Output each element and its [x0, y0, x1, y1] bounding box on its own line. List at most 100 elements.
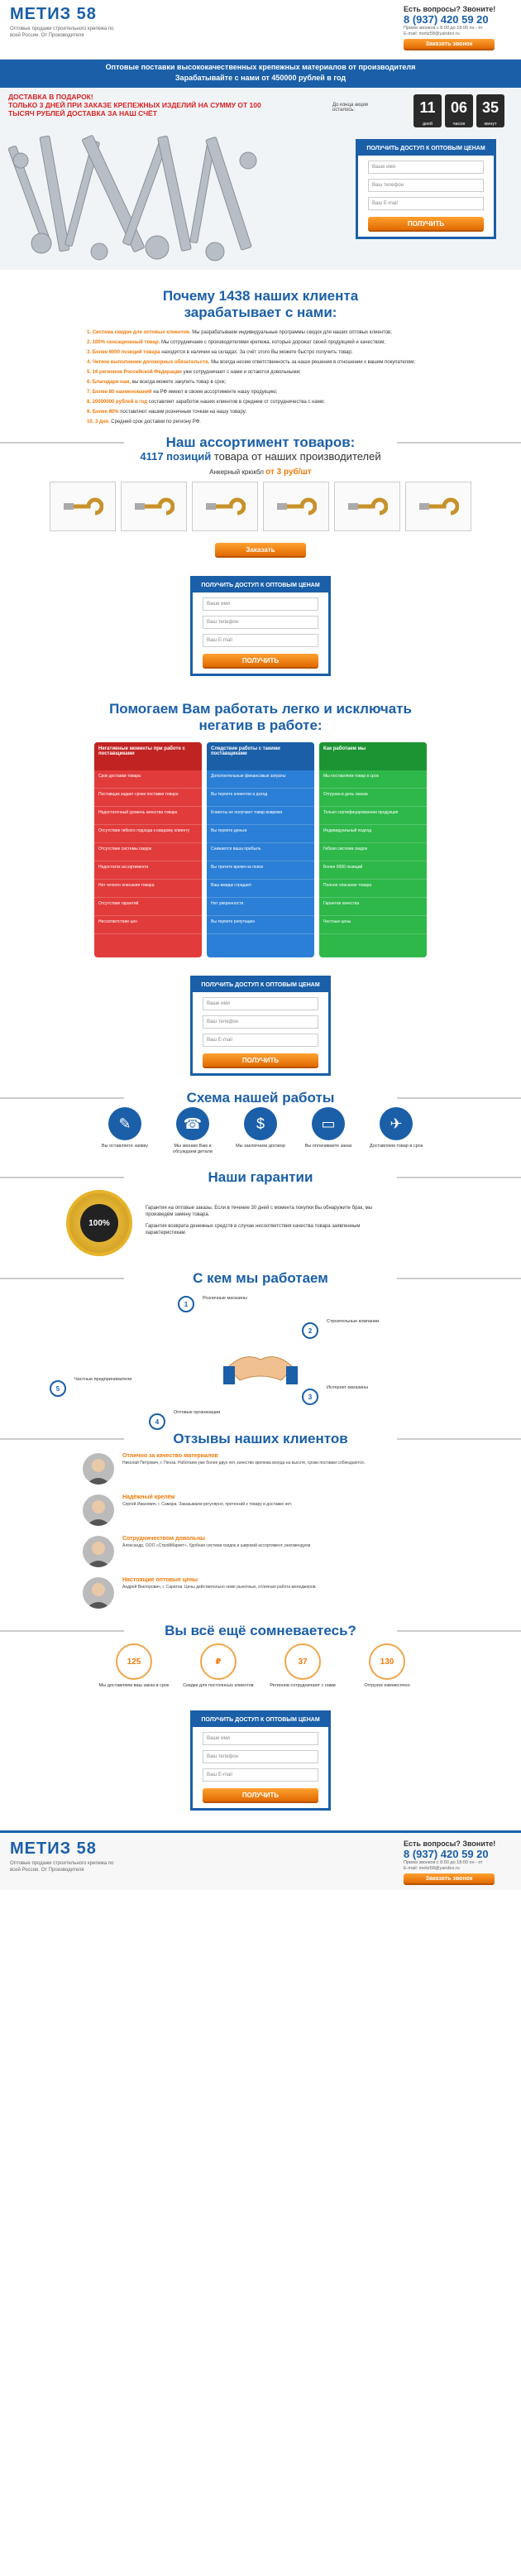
phone-input[interactable]: Ваш телефон — [203, 1750, 318, 1763]
hero-banner: Оптовые поставки высококачественных креп… — [0, 60, 521, 88]
email-input[interactable]: Ваш E-mail — [203, 1034, 318, 1047]
partner-label: Розничные магазины — [203, 1296, 247, 1301]
phone-input[interactable]: Ваш телефон — [368, 179, 484, 192]
comparison-columns: Негативные моменты при работе с поставщи… — [0, 742, 521, 957]
why-item-text: Мы разрабатываем индивидуальные программ… — [190, 330, 392, 335]
doubt-icon: 125 — [116, 1643, 152, 1680]
help-section: Помогаем Вам работать легко и исключать … — [0, 701, 521, 957]
form-icon: ✎ — [108, 1107, 141, 1140]
column-item: Поставщик задает сроки поставки товара — [94, 789, 202, 807]
logo[interactable]: МЕТИЗ 58 — [10, 5, 97, 23]
product-image[interactable] — [192, 482, 258, 531]
product-image[interactable] — [263, 482, 329, 531]
guarantee-title: Наши гарантии — [124, 1168, 397, 1187]
lead-form-4: ПОЛУЧИТЬ ДОСТУП К ОПТОВЫМ ЦЕНАМ Ваше имя… — [190, 1710, 331, 1811]
timer-label: До конца акции осталось: — [332, 103, 369, 113]
column-item: Полное описание товара — [319, 880, 427, 898]
column-item: Дополнительные финансовые затраты — [207, 770, 314, 789]
why-item-text: уже сотрудничают с нами и остаются довол… — [181, 370, 301, 375]
anchor-price: Анкерный крюкбл от 3 руб/шт — [209, 468, 312, 477]
name-input[interactable]: Ваше имя — [203, 997, 318, 1010]
doubt-icon: 37 — [284, 1643, 321, 1680]
assortment-divider: Наш ассортимент товаров: — [0, 434, 521, 452]
why-item-text: на РФ имеют в своем ассортименте нашу пр… — [151, 390, 278, 395]
footer-phone[interactable]: 8 (937) 420 59 20 — [404, 1848, 489, 1860]
footer: МЕТИЗ 58 Оптовые продажи строительного к… — [0, 1830, 521, 1890]
column-item: Недостаточный уровень качества товара — [94, 807, 202, 825]
email-input[interactable]: Ваш E-mail — [203, 1768, 318, 1782]
partner-number-icon: 2 — [302, 1322, 318, 1339]
column-item: Более 6000 позиций — [319, 861, 427, 880]
product-image[interactable] — [121, 482, 187, 531]
why-list: 1. Система скидок для оптовых клиентов. … — [0, 321, 521, 427]
why-item: 2. 100% сенсационный товар. Мы сотруднич… — [87, 338, 434, 348]
footer-email[interactable]: E-mail: metiz58@yandex.ru — [404, 1866, 460, 1871]
form-title: ПОЛУЧИТЬ ДОСТУП К ОПТОВЫМ ЦЕНАМ — [193, 978, 328, 992]
why-item-headline: Более 80 наименований — [92, 390, 152, 395]
submit-button[interactable]: ПОЛУЧИТЬ — [203, 1788, 318, 1803]
why-item-headline: 16 регионов Российской Федерации — [92, 370, 182, 375]
order-button[interactable]: Заказать — [215, 543, 306, 558]
partners-divider: С кем мы работаем — [0, 1269, 521, 1288]
name-input[interactable]: Ваше имя — [368, 161, 484, 174]
product-image[interactable] — [334, 482, 400, 531]
submit-button[interactable]: ПОЛУЧИТЬ — [203, 654, 318, 669]
submit-button[interactable]: ПОЛУЧИТЬ — [203, 1053, 318, 1068]
why-item: 5. 16 регионов Российской Федерации уже … — [87, 367, 434, 377]
review-title: Настоящие оптовые цены — [122, 1577, 198, 1583]
doubt-icon: 130 — [369, 1643, 405, 1680]
gift-title: ДОСТАВКА В ПОДАРОК! — [8, 93, 93, 101]
why-section: Почему 1438 наших клиента зарабатывает с… — [0, 288, 521, 427]
review-text: Александр, ООО «СтройМаркет». Удобная си… — [122, 1543, 312, 1548]
column-item: Срок доставки товара — [94, 770, 202, 789]
email-input[interactable]: Ваш E-mail — [203, 634, 318, 647]
email[interactable]: E-mail: metiz58@yandex.ru — [404, 31, 460, 36]
scheme-step-text: Доставляем товар в срок — [369, 1144, 423, 1149]
footer-logo[interactable]: МЕТИЗ 58 — [10, 1840, 97, 1858]
name-input[interactable]: Ваше имя — [203, 597, 318, 611]
scheme-step: ✈Доставляем товар в срок — [366, 1107, 426, 1155]
why-item: 4. Четкое выполнение договорных обязател… — [87, 357, 434, 367]
why-item-headline: 3 дня. — [95, 420, 110, 425]
column-item: Отсутствие гибкого подхода к каждому кли… — [94, 825, 202, 843]
phone-input[interactable]: Ваш телефон — [203, 616, 318, 629]
why-item-number: 2. — [87, 340, 92, 345]
partner-label: Строительные компании — [327, 1319, 380, 1324]
partner-label: Интернет-магазины — [327, 1385, 369, 1390]
column-item: Индивидуальный подход — [319, 825, 427, 843]
why-item-headline: Более 80% — [92, 410, 119, 415]
why-item: 3. Более 6000 позиций товара находится в… — [87, 348, 434, 357]
submit-button[interactable]: ПОЛУЧИТЬ — [368, 217, 484, 232]
column-item: Мы поставляем товар в срок — [319, 770, 427, 789]
column-item: Вы теряете клиентов и доход — [207, 789, 314, 807]
name-input[interactable]: Ваше имя — [203, 1732, 318, 1745]
review-title: Надёжный крепёж — [122, 1494, 175, 1500]
review-title: Сотрудничеством довольны — [122, 1536, 206, 1542]
product-image[interactable] — [405, 482, 471, 531]
scheme-step: ▭Вы оплачиваете заказ — [299, 1107, 358, 1155]
doubt-text: Отгрузок ежемесячно — [364, 1683, 410, 1688]
phone-number[interactable]: 8 (937) 420 59 20 — [404, 13, 489, 26]
call-back-button[interactable]: Заказать звонок — [404, 39, 495, 50]
why-item-number: 1. — [87, 330, 92, 335]
column-item: Ваш имидж страдает — [207, 880, 314, 898]
footer-call-button[interactable]: Заказать звонок — [404, 1873, 495, 1885]
footer-question: Есть вопросы? Звоните! — [404, 1840, 496, 1848]
scheme-step-text: Вы оплачиваете заказ — [304, 1144, 352, 1149]
work-hours: Прием звонков с 8:00 до 18:00 пн - пт — [404, 26, 483, 31]
product-image[interactable] — [50, 482, 116, 531]
column-item: Нет четкого описания товара — [94, 880, 202, 898]
review-text: Николай Петрович, г. Пенза. Работаем уже… — [122, 1461, 366, 1465]
phone-input[interactable]: Ваш телефон — [203, 1015, 318, 1029]
column-item: Отсутствие гарантий — [94, 898, 202, 916]
contact-question: Есть вопросы? Звоните! — [404, 5, 496, 13]
email-input[interactable]: Ваш E-mail — [368, 197, 484, 210]
column-item: Вы теряете репутацию — [207, 916, 314, 934]
partner-label: Частные предприниматели — [74, 1377, 132, 1382]
